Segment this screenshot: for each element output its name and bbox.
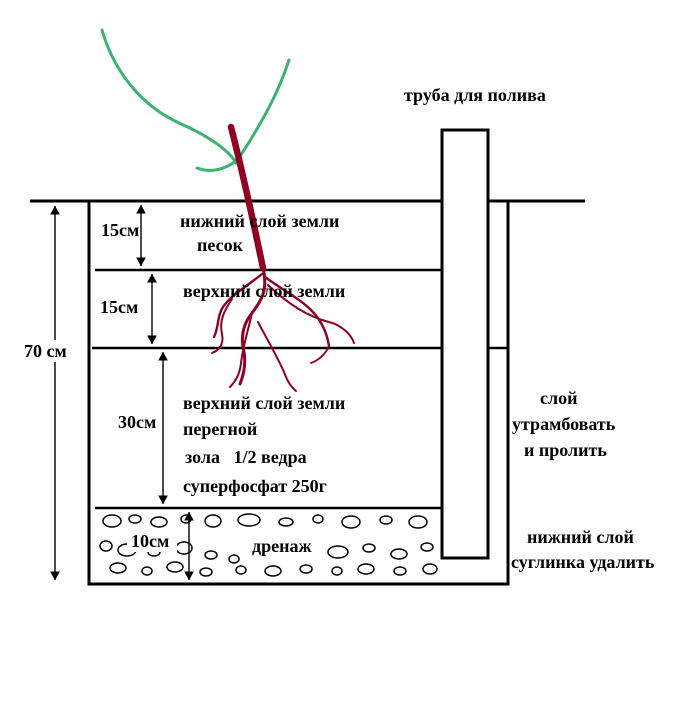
layer3-text-2: перегной — [183, 419, 257, 439]
label-backing-drainage — [248, 536, 320, 557]
plant-root — [310, 345, 330, 364]
pit-outline — [87, 201, 510, 586]
label-backing-70cm — [20, 340, 76, 362]
layer1-text-1: нижний слой земли — [180, 211, 339, 231]
watering-pipe — [440, 128, 490, 560]
plant-stem-and-roots — [211, 123, 355, 392]
plant-root — [212, 272, 264, 339]
plant-root — [267, 284, 355, 344]
tamp-note-line-1: слой — [540, 388, 577, 408]
plant-root — [263, 275, 331, 348]
layer2-depth-label: 15см — [100, 297, 138, 317]
layer1-text-2: песок — [197, 235, 244, 255]
loam-note-line-2: суглинка удалить — [511, 552, 655, 572]
label-backing-10cm — [127, 531, 177, 552]
tamp-note-line-3: и пролить — [524, 440, 607, 460]
total-depth-label: 70 см — [24, 341, 67, 361]
layer1-depth-label: 15см — [101, 220, 139, 240]
drainage-stones — [99, 513, 438, 577]
plant-shoots — [100, 28, 291, 172]
pipe-label: труба для полива — [404, 85, 546, 105]
layer3-depth-label: 30см — [118, 412, 156, 432]
layer3-text-4: суперфосфат 250г — [183, 476, 327, 496]
plant-stem — [227, 123, 267, 272]
loam-note-line-1: нижний слой — [527, 527, 634, 547]
layer3-text-3: зола 1/2 ведра — [185, 447, 307, 467]
plant-root — [238, 266, 267, 386]
layer3-text-1: верхний слой земли — [183, 393, 345, 413]
layer4-text-1: дренаж — [252, 536, 312, 556]
plant-root — [257, 321, 297, 392]
layer4-depth-label: 10см — [131, 531, 169, 551]
plant-root — [229, 312, 253, 388]
tamp-note-line-2: утрамбовать — [512, 414, 616, 434]
plant-root — [211, 298, 233, 354]
layer2-text-1: верхний слой земли — [183, 281, 345, 301]
